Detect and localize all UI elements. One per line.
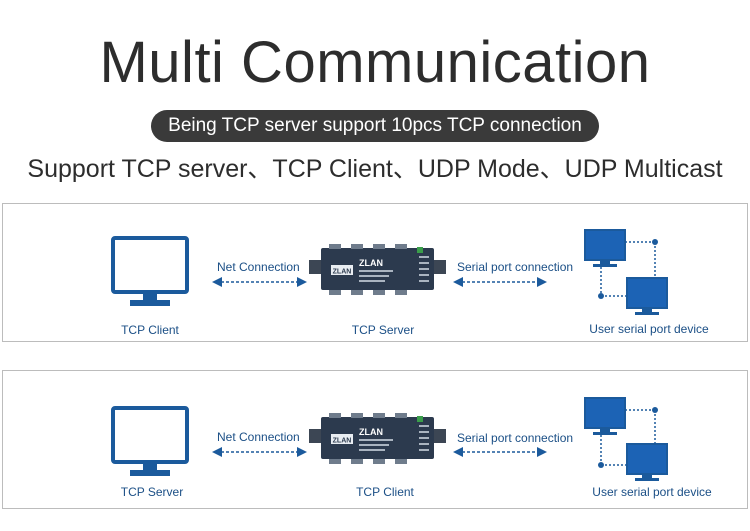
device-badge-text: ZLAN <box>333 269 352 276</box>
network-diagram: Net Connection ZLAN ZLAN <box>111 397 712 499</box>
serial-device-server-icon: ZLAN ZLAN <box>309 244 446 295</box>
serial-device-server-icon: ZLAN ZLAN <box>309 413 446 464</box>
net-connection-label: Net Connection <box>217 430 300 444</box>
double-arrow-icon <box>453 277 547 287</box>
serial-devices-icon <box>584 397 668 481</box>
monitor-icon <box>111 236 189 306</box>
supported-modes: Support TCP server、TCP Client、UDP Mode、U… <box>27 155 723 183</box>
device-badge-text: ZLAN <box>333 438 352 445</box>
double-arrow-icon <box>212 447 307 457</box>
diagram-panel-client-mode: Net Connection ZLAN ZLAN <box>2 370 748 509</box>
double-arrow-icon <box>212 277 307 287</box>
diagram-panel-server-mode: Net Connection ZLAN Z <box>2 203 748 342</box>
left-caption: TCP Client <box>121 323 179 337</box>
page-title: Multi Communication <box>99 30 651 95</box>
net-connection-label: Net Connection <box>217 260 300 274</box>
monitor-icon <box>111 406 189 476</box>
center-caption: TCP Server <box>352 323 414 337</box>
device-brand-text: ZLAN <box>359 258 383 268</box>
device-brand-text: ZLAN <box>359 427 383 437</box>
right-caption: User serial port device <box>592 485 712 499</box>
serial-connection-label: Serial port connection <box>457 260 573 274</box>
right-caption: User serial port device <box>589 322 709 336</box>
serial-connection-label: Serial port connection <box>457 431 573 445</box>
double-arrow-icon <box>453 447 547 457</box>
network-diagram: Net Connection ZLAN Z <box>111 229 709 337</box>
left-caption: TCP Server <box>121 485 183 499</box>
serial-devices-icon <box>584 229 668 315</box>
center-caption: TCP Client <box>356 485 414 499</box>
connection-badge: Being TCP server support 10pcs TCP conne… <box>151 110 599 142</box>
